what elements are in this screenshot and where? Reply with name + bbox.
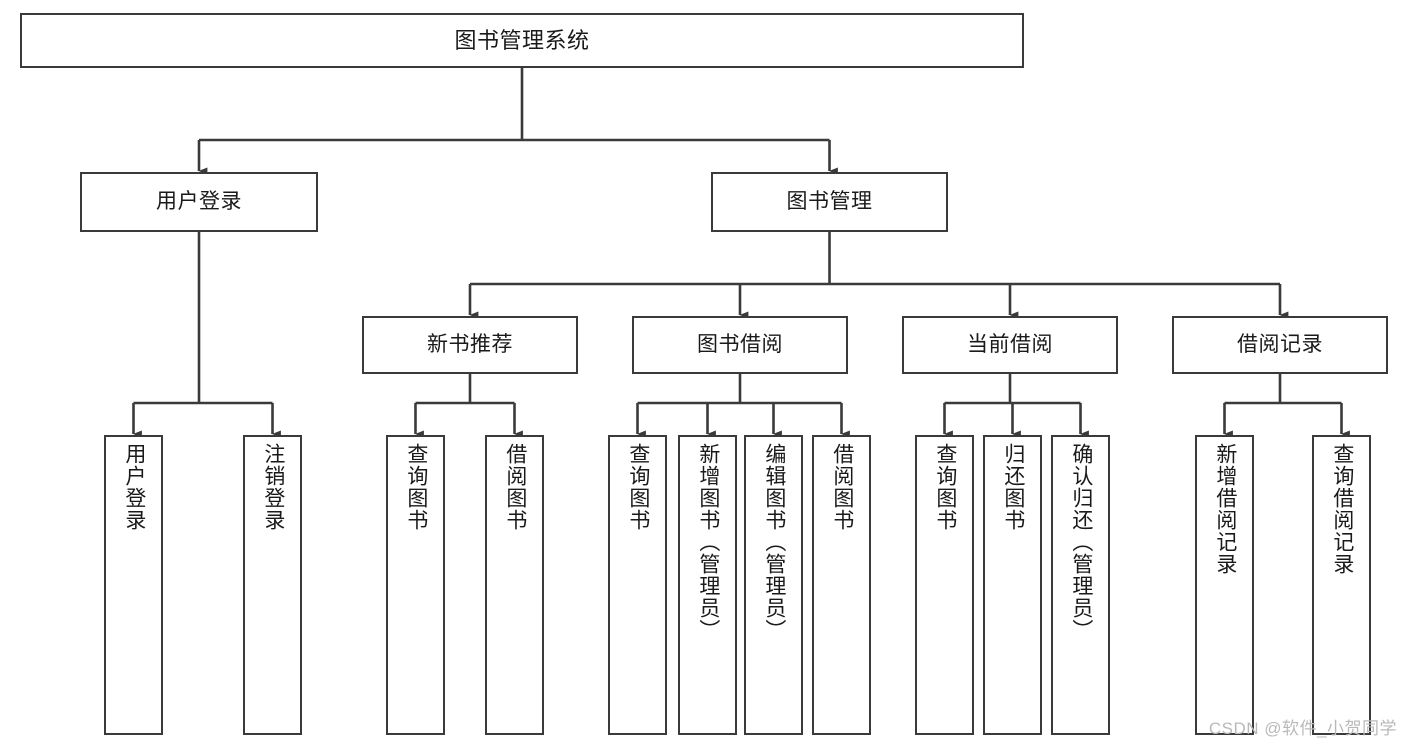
node-label: 新增借阅记录: [1213, 443, 1237, 575]
node-leaf-confirm-return[interactable]: 确认归还（管理员）: [1051, 435, 1110, 735]
node-borrow-record[interactable]: 借阅记录: [1172, 316, 1388, 374]
node-label: 查询借阅记录: [1330, 443, 1354, 575]
node-leaf-borrow-book-nb[interactable]: 借阅图书: [485, 435, 544, 735]
node-label: 注销登录: [261, 443, 285, 531]
node-label: 查询图书: [404, 443, 428, 531]
node-label: 归还图书: [1001, 443, 1025, 531]
node-leaf-user-login[interactable]: 用户登录: [104, 435, 163, 735]
node-leaf-query-record[interactable]: 查询借阅记录: [1312, 435, 1371, 735]
node-leaf-query-book-bb[interactable]: 查询图书: [608, 435, 667, 735]
node-current-borrow[interactable]: 当前借阅: [902, 316, 1118, 374]
node-root-label: 图书管理系统: [454, 27, 590, 53]
node-leaf-return-book[interactable]: 归还图书: [983, 435, 1042, 735]
node-user-login[interactable]: 用户登录: [80, 172, 318, 232]
node-label: 借阅图书: [503, 443, 527, 531]
node-label: 新增图书（管理员）: [696, 443, 720, 641]
node-label: 图书借阅: [697, 332, 783, 356]
node-label: 当前借阅: [967, 332, 1053, 356]
node-leaf-borrow-book-bb[interactable]: 借阅图书: [812, 435, 871, 735]
node-leaf-query-book-cb[interactable]: 查询图书: [915, 435, 974, 735]
watermark: CSDN @软件_小贺同学: [1208, 719, 1397, 738]
node-leaf-logout-login[interactable]: 注销登录: [243, 435, 302, 735]
node-label: 借阅图书: [830, 443, 854, 531]
node-root[interactable]: 图书管理系统: [20, 13, 1024, 68]
node-leaf-query-book-nb[interactable]: 查询图书: [386, 435, 445, 735]
node-leaf-edit-book[interactable]: 编辑图书（管理员）: [744, 435, 803, 735]
node-label: 查询图书: [933, 443, 957, 531]
node-leaf-add-record[interactable]: 新增借阅记录: [1195, 435, 1254, 735]
node-label: 确认归还（管理员）: [1069, 443, 1093, 641]
node-label: 借阅记录: [1237, 332, 1323, 356]
node-book-borrow[interactable]: 图书借阅: [632, 316, 848, 374]
node-new-book-recommend[interactable]: 新书推荐: [362, 316, 578, 374]
node-label: 用户登录: [156, 189, 242, 213]
node-label: 用户登录: [122, 443, 146, 531]
node-label: 图书管理: [786, 189, 873, 213]
node-label: 查询图书: [626, 443, 650, 531]
node-book-manage[interactable]: 图书管理: [711, 172, 948, 232]
node-label: 新书推荐: [427, 332, 513, 356]
node-label: 编辑图书（管理员）: [762, 443, 786, 641]
node-leaf-add-book[interactable]: 新增图书（管理员）: [678, 435, 737, 735]
